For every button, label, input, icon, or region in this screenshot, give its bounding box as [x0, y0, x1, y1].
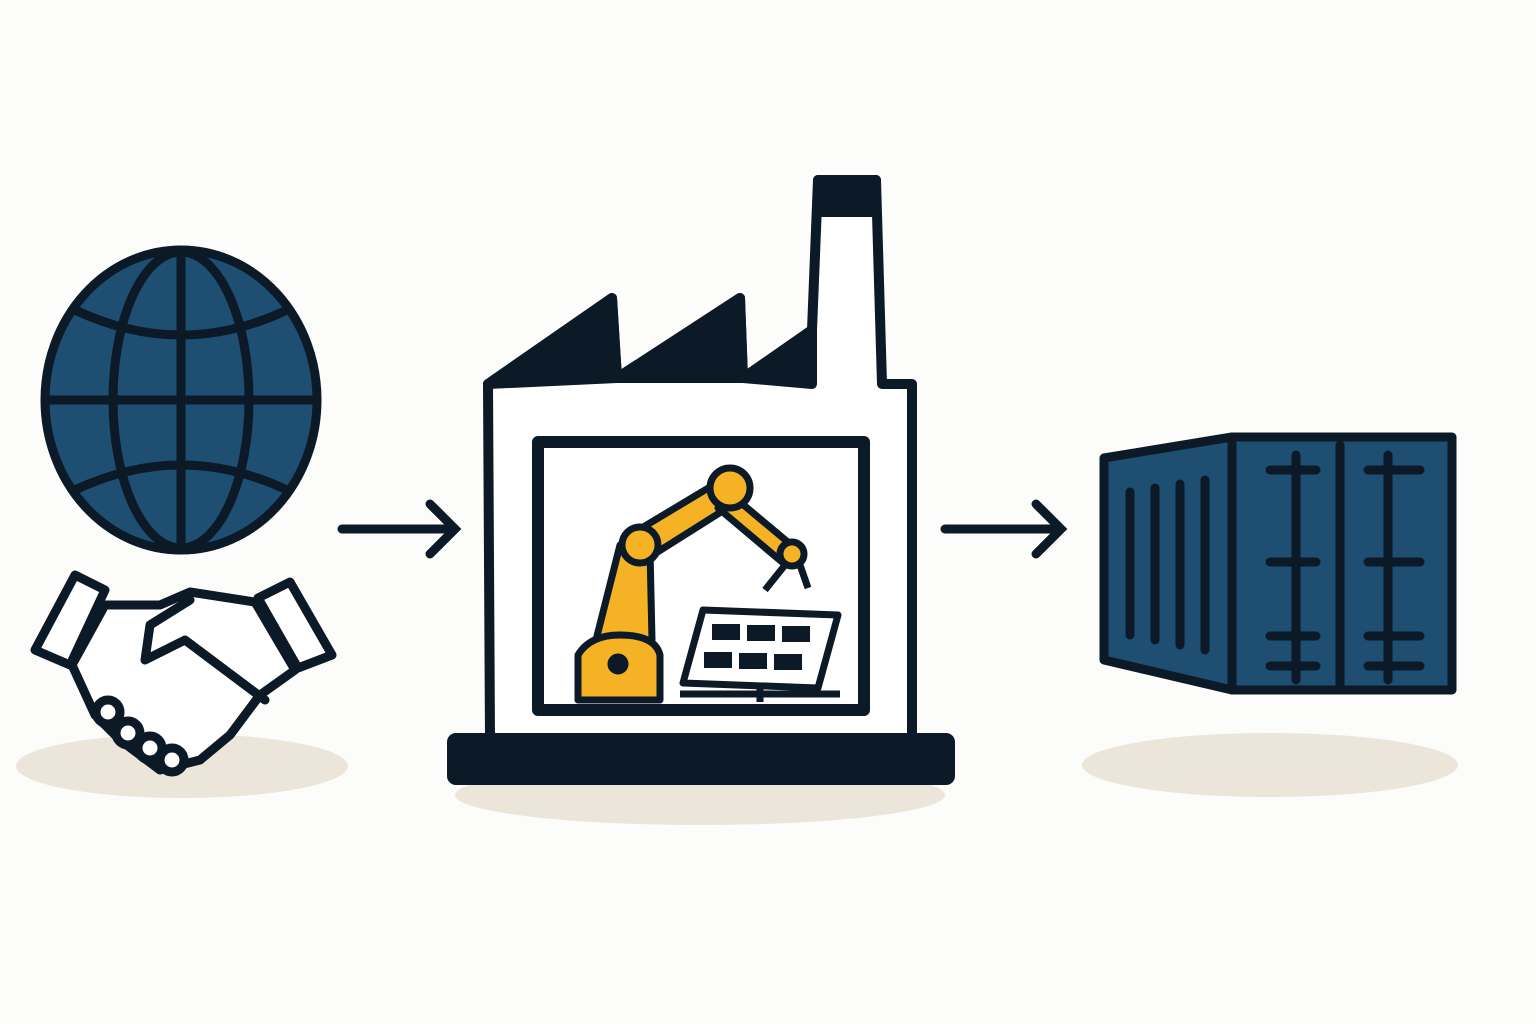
handshake-icon — [30, 570, 337, 777]
globe-icon — [40, 245, 322, 555]
shipping-container-icon — [1099, 432, 1457, 695]
shadow — [1082, 733, 1458, 797]
solar-panel-icon — [679, 606, 842, 702]
factory-icon — [447, 175, 955, 785]
robot-arm-icon — [574, 464, 812, 704]
arrow-right-icon — [337, 499, 462, 559]
arrow-right-icon — [940, 499, 1068, 559]
